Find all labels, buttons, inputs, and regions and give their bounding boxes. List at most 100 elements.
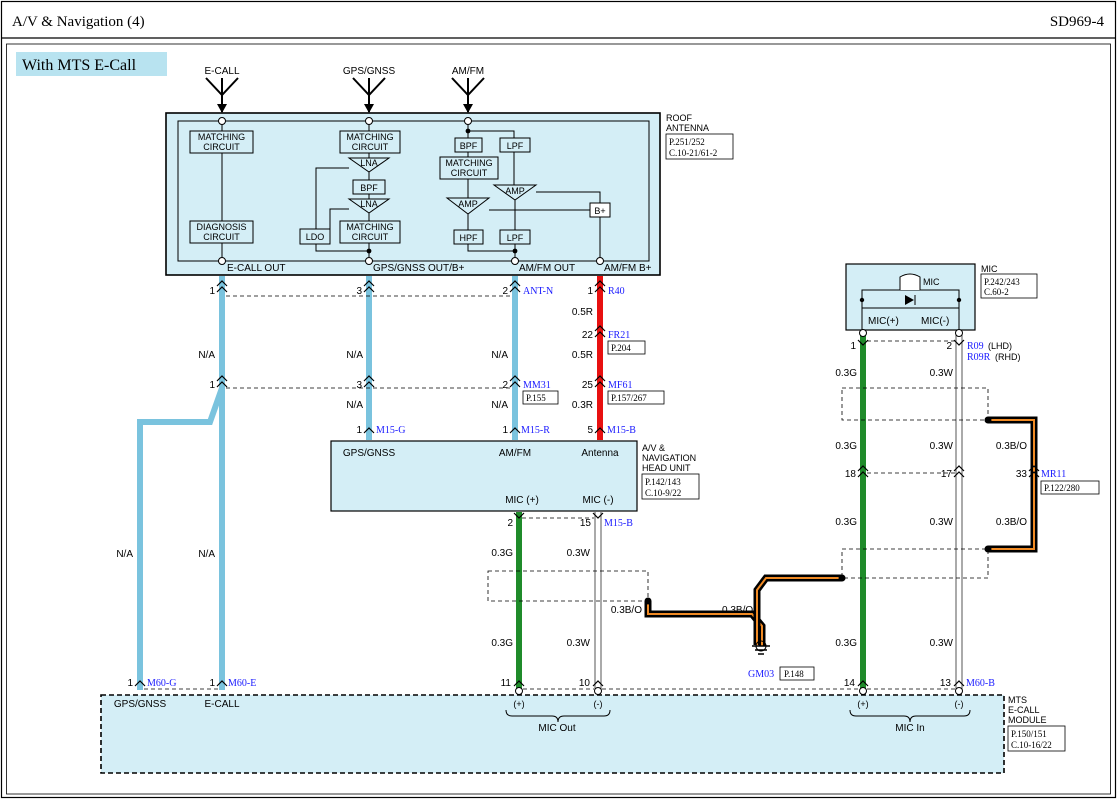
roof-antenna-ref-2: C.10-21/61-2 [669,148,717,158]
module-mic-out-label: MIC Out [538,723,575,734]
gps-out-terminal [365,257,373,265]
module-ref-2: C.10-16/22 [1011,740,1052,750]
connector-m15g: M15-G [376,425,405,436]
mic-ref-box [980,273,1038,299]
connector-r09r-suffix: (RHD) [995,352,1021,362]
mic-pin-minus: MIC(-) [921,316,949,327]
roof-antenna-inner [177,120,650,262]
pin-number: 3 [356,286,362,297]
head-unit-pin-amfm: AM/FM [499,448,531,459]
roof-antenna-name-2: ANTENNA [666,123,709,133]
wire-spec: 0.3W [930,638,954,649]
connector-gm03: GM03 [748,669,774,680]
page-title: A/V & Navigation (4) [12,14,145,30]
pin-number: 2 [502,286,508,297]
mic-capsule-icon [899,273,921,290]
connector-r09r: R09R [967,352,991,363]
gm03-ref: P.148 [784,669,804,679]
module-mic-out-minus: (-) [594,699,603,709]
pin-number: 1 [209,286,215,297]
mm31-ref-box [522,390,559,405]
wire-spec: N/A [491,350,508,361]
pin-number: 2 [507,518,513,529]
connector-m15b-mic: M15-B [604,518,633,529]
connector-m15r: M15-R [521,425,550,436]
pin-number: 22 [582,330,594,341]
module-mic-in-plus: (+) [857,699,868,709]
ecall-antenna-icon: E-CALL [204,66,240,113]
pin-number: 1 [587,286,593,297]
roof-antenna-ref: P.251/252 [669,137,705,147]
pin-number: 2 [502,380,508,391]
wire-shield-mic-ground [756,577,842,645]
connector-m60e: M60-E [228,678,256,689]
mr11-ref-box [1040,480,1100,495]
svg-text:LNA: LNA [360,158,378,168]
amfm-input-terminal [464,117,472,125]
head-unit-pin-mic-minus: MIC (-) [582,495,613,506]
mts-ecall-module: GPS/GNSS E-CALL (+) (-) (+) (-) MIC Out … [100,687,1066,774]
wire-spec: N/A [346,400,363,411]
gps-antenna-icon: GPS/GNSS [343,66,395,113]
pin-number: 1 [209,678,215,689]
head-unit-ref-box [641,473,700,500]
module-box [100,694,1005,774]
gm03-ref-box [779,666,815,681]
svg-text:AMP: AMP [458,199,478,209]
svg-text:MATCHING: MATCHING [346,222,393,232]
svg-text:MATCHING: MATCHING [346,132,393,142]
pin-number: 5 [587,425,593,436]
module-pin-ecall: E-CALL [204,699,239,710]
pin-number: 33 [1016,469,1028,480]
wire-spec: 0.3G [835,368,857,379]
svg-text:LDO: LDO [306,232,325,242]
wire-spec: 0.3W [930,441,954,452]
variant-label: With MTS E-Call [22,57,137,74]
head-unit-pin-mic-plus: MIC (+) [505,495,539,506]
module-mic-in-minus: (-) [955,699,964,709]
pin-number: 15 [580,518,592,529]
connector-r40: R40 [608,286,625,297]
pin-number: 1 [356,425,362,436]
svg-text:B+: B+ [594,206,605,216]
svg-text:CIRCUIT: CIRCUIT [352,142,389,152]
ecall-input-terminal [218,117,226,125]
wire-spec: 0.5R [572,350,593,361]
roof-antenna: ROOF ANTENNA P.251/252 C.10-21/61-2 MATC… [165,112,734,276]
diode-icon [905,295,914,305]
wire-spec: N/A [116,549,133,560]
head-unit-ref-2: C.10-9/22 [645,488,681,498]
svg-text:LPF: LPF [507,141,524,151]
pin-number: 2 [946,341,952,352]
pin-label-amfm-out: AM/FM OUT [519,263,575,274]
roof-antenna-ref-box [665,133,734,160]
connector-m60g: M60-G [147,678,176,689]
pin-label-amfm-bplus: AM/FM B+ [604,263,652,274]
microphone: MIC MIC(+) MIC(-) MIC P.242/243 C.60-2 [845,263,1038,337]
wire-spec: N/A [491,400,508,411]
pin-number: 1 [127,678,133,689]
fr21-ref: P.204 [611,343,631,353]
pin-number: 14 [844,678,856,689]
wire-spec: N/A [198,549,215,560]
module-name-3: MODULE [1008,715,1047,725]
wire-spec: 0.3B/O [996,517,1027,528]
wire-spec: 0.3B/O [611,605,642,616]
pin-number: 17 [941,469,953,480]
head-unit-ref: P.142/143 [645,477,681,487]
connector-mr11: MR11 [1041,469,1066,480]
wire-spec-labels: N/A N/A N/A N/A N/A N/A N/A 0.5R 0.5R 0.… [116,307,1027,649]
mf61-ref: P.157/267 [611,393,647,403]
module-name-2: E-CALL [1008,705,1040,715]
roof-antenna-name: ROOF [666,113,693,123]
head-unit-name-2: NAVIGATION [642,453,696,463]
ground-icon [755,640,767,652]
pin-number: 1 [850,341,856,352]
connector-ant-n: ANT-N [523,286,553,297]
connector-chevrons [134,280,1040,687]
module-pin-gps: GPS/GNSS [114,699,167,710]
svg-text:MATCHING: MATCHING [445,158,492,168]
pin-number: 3 [356,380,362,391]
mic-out-bracket [505,709,611,723]
head-unit-pin-gps: GPS/GNSS [343,448,396,459]
